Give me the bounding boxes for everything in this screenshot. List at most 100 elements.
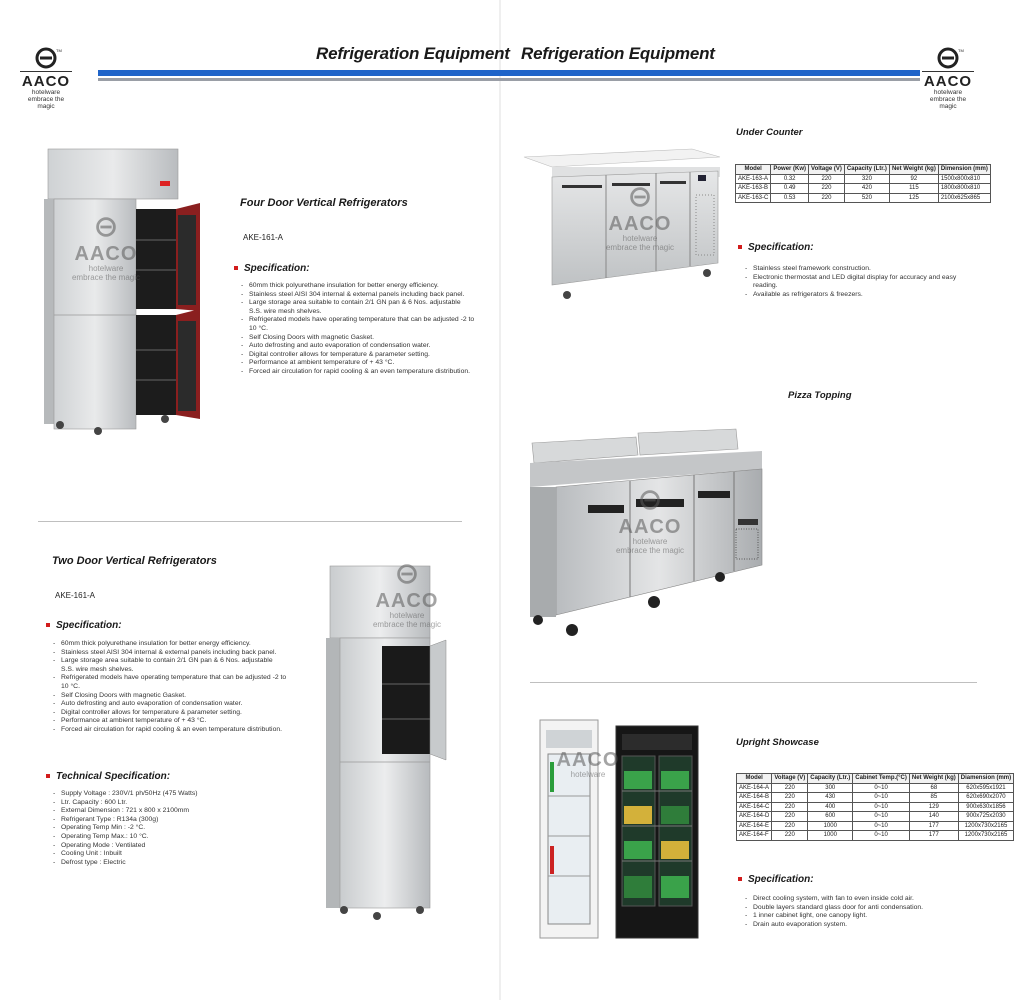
spec-item: Electronic thermostat and LED digital di… [745,274,980,291]
table-cell: 115 [888,183,939,194]
table-cell: 0.49 [770,183,810,194]
table-header-cell: Model [734,164,772,175]
spec-item: Forced air circulation for rapid cooling… [53,726,293,735]
table-header-row: Model Power (Kw) Voltage (V) Capacity (L… [734,164,991,175]
svg-text:TM: TM [958,48,964,53]
showcase-spec-label: Specification: [748,874,814,885]
table-cell: 0~10 [852,811,910,822]
spec-item: Large storage area suitable to contain 2… [241,299,481,308]
spec-item: Stainless steel AISI 304 internal & exte… [241,291,481,300]
table-cell: 0~10 [852,830,910,841]
table-cell: AKE-164-B [735,792,773,803]
spec-item: S.S. wire mesh shelves. [61,665,134,673]
table-cell: 0.53 [770,192,810,203]
two-door-spec-heading: Specification: [46,620,122,631]
table-row: AKE-164-B 220 430 0~10 85 620x690x2070 [735,792,1014,803]
table-cell: AKE-164-C [735,801,773,812]
table-cell: 0.32 [770,173,810,184]
spec-item: Drain auto evaporation system. [745,921,980,930]
table-header-row: Model Voltage (V) Capacity (Ltr.) Cabine… [735,773,1014,784]
table-cell: 520 [843,192,890,203]
two-door-title: Two Door Vertical Refrigerators [52,555,217,567]
two-door-tech-heading: Technical Specification: [46,771,170,782]
logo-tagline-2: embrace the magic [27,96,65,110]
table-cell: 85 [908,792,959,803]
tech-item: Cooling Unit : Inbuilt [53,850,253,859]
table-header-cell: Power (Kw) [770,164,810,175]
table-cell: 220 [808,183,845,194]
header-bar-blue [98,70,920,76]
tech-item: External Dimension : 721 x 800 x 2100mm [53,807,253,816]
table-cell: 220 [771,830,809,841]
two-door-tech-list: Supply Voltage : 230V/1 ph/50Hz (475 Wat… [53,790,253,867]
table-cell: 430 [807,792,854,803]
table-header-cell: Net Weight (kg) [888,164,939,175]
table-header-cell: Voltage (V) [771,773,809,784]
table-cell: AKE-164-D [735,811,773,822]
table-header-cell: Capacity (Ltr.) [807,773,854,784]
bullet-square-icon [738,245,742,250]
tech-item: Refrigerant Type : R134a (300g) [53,816,253,825]
under-counter-spec-heading: Specification: [738,242,814,253]
table-cell: 1000 [807,830,854,841]
spec-item: 1 inner cabinet light, one canopy light. [745,912,980,921]
tech-item: Ltr. Capacity : 600 Ltr. [53,799,253,808]
table-row: AKE-164-D 220 600 0~10 140 900x725x2030 [735,811,1014,822]
table-header-cell: Dimension (mm) [937,164,991,175]
table-cell: 129 [908,801,959,812]
table-cell: AKE-163-A [734,173,772,184]
table-cell: AKE-163-B [734,183,772,194]
table-cell: 620x595x1921 [957,782,1014,793]
spec-item: Auto defrosting and auto evaporation of … [53,700,293,709]
table-cell: 0~10 [852,792,910,803]
spec-item: Stainless steel AISI 304 internal & exte… [53,649,293,658]
two-door-model: AKE-161-A [55,591,96,600]
under-counter-spec-label: Specification: [748,242,814,253]
showcase-spec-heading: Specification: [738,874,814,885]
tech-item: Operating Temp Max.: 10 °C. [53,833,253,842]
logo-brand: AACO [922,71,974,90]
logo-right: TM AACO hotelware embrace the magic [922,46,974,110]
table-cell: 220 [771,801,809,812]
table-cell: 1200x730x2165 [957,830,1014,841]
table-cell: 900x725x2030 [957,811,1014,822]
spec-item: Self Closing Doors with magnetic Gasket. [53,692,293,701]
table-cell: 220 [771,792,809,803]
aaco-logo-icon: TM [937,47,964,69]
pizza-topping-title: Pizza Topping [788,390,852,401]
table-cell: 1800x800x810 [937,183,991,194]
four-door-spec-label: Specification: [244,263,310,274]
table-cell: 2100x625x865 [937,192,991,203]
table-cell: 125 [888,192,939,203]
table-row: AKE-164-E 220 1000 0~10 177 1200x730x216… [735,820,1014,831]
spec-item: Forced air circulation for rapid cooling… [241,368,481,377]
left-page-title: Refrigeration Equipment [316,44,510,63]
table-cell: 400 [807,801,854,812]
spec-item: Performance at ambient temperature of + … [53,717,293,726]
bullet-square-icon [46,623,50,628]
table-header-cell: Model [735,773,773,784]
logo-tagline-2: embrace the magic [929,96,967,110]
table-header-cell: Net Weight (kg) [908,773,959,784]
right-page-title: Refrigeration Equipment [521,44,715,63]
logo-tagline-1: hotelware [31,89,61,96]
four-door-title: Four Door Vertical Refrigerators [240,197,408,209]
spec-item: Large storage area suitable to contain 2… [53,657,293,666]
table-cell: 220 [771,811,809,822]
table-cell: 300 [807,782,854,793]
bullet-square-icon [46,774,50,779]
table-cell: 220 [771,782,809,793]
tech-item: Supply Voltage : 230V/1 ph/50Hz (475 Wat… [53,790,253,799]
table-cell: 68 [908,782,959,793]
four-door-spec-list: 60mm thick polyurethane insulation for b… [241,282,481,377]
showcase-table: Model Voltage (V) Capacity (Ltr.) Cabine… [735,773,1014,841]
four-door-refrigerator-image [44,148,200,435]
spec-item: S.S. wire mesh shelves. [249,307,322,315]
four-door-spec-heading: Specification: [234,263,310,274]
table-cell: 0~10 [852,801,910,812]
upright-showcase-image [539,719,699,939]
bullet-square-icon [234,266,238,271]
table-cell: 220 [808,192,845,203]
table-row: AKE-163-B 0.49 220 420 115 1800x800x810 [734,183,991,194]
tech-item: Defrost type : Electric [53,859,253,868]
